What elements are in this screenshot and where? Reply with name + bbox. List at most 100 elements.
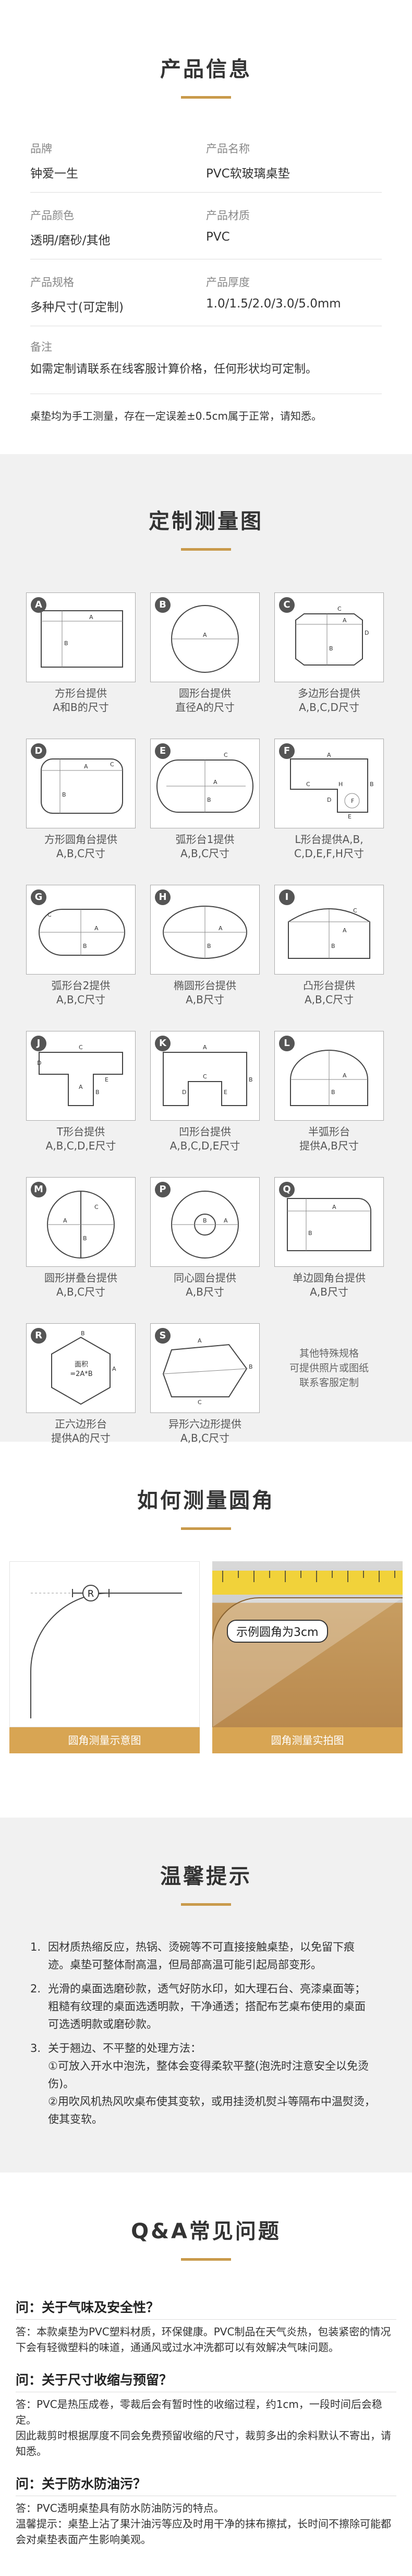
tape-measure-drawing [212,1571,403,1727]
shape-drawing: A B C [41,758,123,814]
svg-text:B: B [203,1217,207,1224]
svg-text:D: D [37,1060,41,1066]
shape-drawing: A [171,605,239,673]
shape-drawing: ABC [162,1337,253,1406]
info-value: PVC软玻璃桌垫 [206,167,290,181]
title-underline [181,1527,231,1530]
measure-caption: 方形圆角台提供 A,B,C尺寸 [44,833,117,860]
svg-text:B: B [62,791,66,798]
corner-section: 如何测量圆角 R 圆角测量示意图 [0,1442,412,1818]
measure-letter-badge: J [31,1036,46,1051]
corner-photo: 示例圆角为3cm [212,1561,403,1727]
handmade-note: 桌垫均为手工测量，存在一定误差±0.5cm属于正常，请知悉。 [30,410,322,422]
info-label: 产品规格 [30,276,74,289]
measure-letter-badge: C [279,597,295,613]
svg-text:B: B [249,1363,253,1370]
svg-text:B: B [207,797,211,803]
shape-drawing: AB [287,1198,371,1251]
svg-text:D: D [365,630,369,636]
qa-question: 问：关于气味及安全性？ [16,2297,396,2320]
corner-photo-card: 示例圆角为3cm 圆角测量实拍图 [212,1561,403,1753]
svg-text:B: B [83,1235,87,1242]
qa-answer: 答：本款桌垫为PVC塑料材质，环保健康。PVC制品在天气炎热，包装紧密的情况下会… [16,2325,391,2354]
info-cell-name: 产品名称 PVC软玻璃桌垫 [206,134,382,192]
svg-text:B: B [331,1089,335,1096]
measure-letter-badge: E [155,743,171,759]
measure-caption: 凹形台提供 A,B,C,D,E尺寸 [169,1125,240,1152]
shape-drawing: AB [51,1330,116,1405]
measure-caption: L形台提供A,B, C,D,E,F,H尺寸 [294,833,364,860]
measure-diagram-halfarc: A B L [274,1031,384,1121]
measure-item: A B C D 方形圆角台提供 A,B,C尺寸 [26,739,136,869]
svg-text:D: D [327,797,331,803]
measure-letter-badge: I [279,889,295,905]
measure-title: 定制测量图 [149,509,263,533]
svg-text:A: A [79,1084,83,1090]
svg-text:A: A [84,763,88,770]
info-cell-color: 产品颜色 透明/磨砂/其他 [30,201,206,259]
product-info-title: 产品信息 [160,57,252,81]
svg-text:C: C [110,761,114,768]
measure-letter-badge: H [155,889,171,905]
measure-letter-badge: F [279,743,295,759]
qa-answer: 答：PVC透明桌垫具有防水防油防污的特点。 温馨提示：桌垫上沾了果汁油污等应及时… [16,2502,391,2546]
info-label: 产品厚度 [206,276,250,289]
svg-text:B: B [308,1230,312,1237]
info-cell-thickness: 产品厚度 1.0/1.5/2.0/3.0/5.0mm [206,268,382,326]
qa-section: Q&A常见问题 问：关于气味及安全性？ 答：本款桌垫为PVC塑料材质，环保健康。… [0,2173,412,2576]
info-value: PVC [206,230,230,244]
svg-text:C: C [353,907,357,914]
measure-caption: 半弧形台 提供A,B尺寸 [299,1125,359,1152]
measure-caption: 方形台提供 A和B的尺寸 [53,687,109,714]
corner-diagram-drawing: R [30,1585,182,1718]
measure-letter-badge: G [31,889,46,905]
tip-item: 2. 光滑的桌面选磨砂款，透气好防水印，如大理石台、亮漆桌面等；粗糙有纹理的桌面… [30,1980,375,2033]
measure-caption: 椭圆形台提供 A,B尺寸 [174,979,236,1006]
title-underline [181,548,231,551]
qa-answer: 答：PVC是热压成卷，零裁后会有暂时性的收缩过程，约1cm，一段时间后会稳定。 … [16,2398,391,2458]
measure-caption: 异形六边形提供 A,B,C尺寸 [168,1418,241,1444]
tip-text: 因材质热缩反应，热锅、烫碗等不可直接接触桌垫，以免留下痕迹。桌垫可整体耐高温，但… [48,1941,355,1971]
measure-letter-badge: D [31,743,46,759]
corner-r-label: R [88,1588,94,1599]
svg-text:E: E [224,1089,227,1096]
title-underline [181,2258,231,2261]
shape-drawing: ABC [288,907,370,959]
corner-diagram-card: R 圆角测量示意图 [9,1561,200,1753]
svg-text:D: D [182,1089,186,1096]
svg-text:B: B [81,1330,85,1337]
svg-text:B: B [95,1089,100,1096]
svg-text:A: A [343,927,347,934]
measure-letter-badge: L [279,1036,295,1051]
corner-right-caption: 圆角测量实拍图 [212,1727,403,1753]
info-grid: 品牌 钟爱一生 产品名称 PVC软玻璃桌垫 产品颜色 透明/磨砂/其他 产品材质… [30,126,382,423]
corner-title: 如何测量圆角 [137,1489,275,1513]
measure-caption: 多边形台提供 A,B,C,D尺寸 [298,687,360,714]
tip-number: 1. [30,1941,41,1953]
title-underline [181,96,231,99]
svg-text:A: A [198,1337,202,1344]
measure-caption: 弧形台2提供 A,B,C尺寸 [51,979,111,1006]
svg-text:A: A [343,617,347,624]
svg-text:A: A [343,1072,347,1079]
svg-text:A: A [203,632,207,638]
